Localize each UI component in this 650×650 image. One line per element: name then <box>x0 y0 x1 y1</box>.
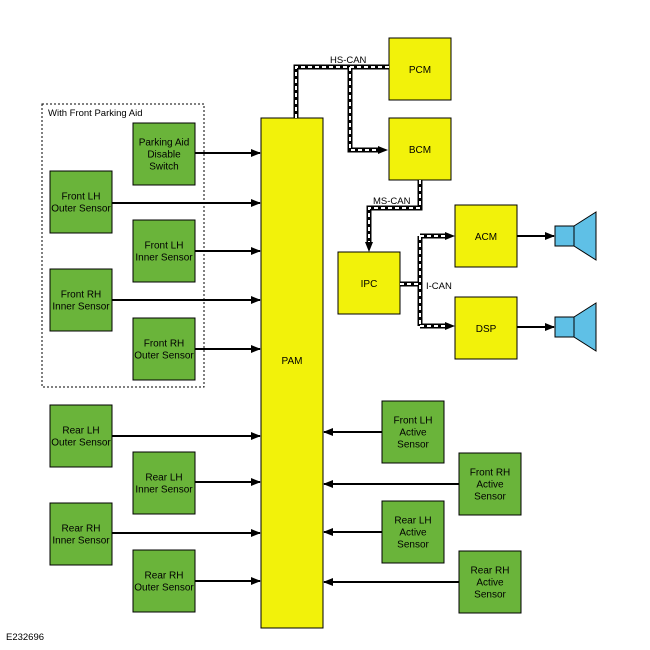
pcm-label: PCM <box>409 65 431 76</box>
sensor-label-line: Sensor <box>474 492 506 503</box>
ms-can-bus <box>365 180 423 252</box>
sensor-label-line: Inner Sensor <box>52 302 110 313</box>
hs-can-bus <box>293 64 389 154</box>
sensor-label-line: Parking Aid <box>139 138 190 149</box>
sensor-label-line: Front LH <box>62 192 101 203</box>
sensor-label-line: Rear LH <box>145 473 182 484</box>
pam-label: PAM <box>282 356 303 367</box>
sensor-label-line: Sensor <box>474 590 506 601</box>
bcm-label: BCM <box>409 145 431 156</box>
sensor-label-line: Front RH <box>470 468 511 479</box>
sensor-label-line: Rear LH <box>62 426 99 437</box>
dsp-label: DSP <box>476 324 497 335</box>
sensor-label-line: Rear LH <box>394 516 431 527</box>
sensor-label-line: Sensor <box>397 540 429 551</box>
sensor-label-line: Active <box>399 428 427 439</box>
ms-can-label: MS-CAN <box>373 196 411 207</box>
sensor-label-line: Front RH <box>61 290 102 301</box>
sensor-label-line: Outer Sensor <box>134 583 194 594</box>
pam-module <box>260 117 324 629</box>
sensor-label-line: Rear RH <box>471 566 510 577</box>
sensor-label-line: Front LH <box>145 241 184 252</box>
sensor-label-line: Outer Sensor <box>51 204 111 215</box>
sensor-label-line: Rear RH <box>62 524 101 535</box>
sensor-label-line: Inner Sensor <box>52 536 110 547</box>
sensor-label-line: Sensor <box>397 440 429 451</box>
sensor-label-line: Inner Sensor <box>135 253 193 264</box>
sensor-label-line: Front RH <box>144 339 185 350</box>
i-can-label: I-CAN <box>426 281 452 292</box>
front-parking-aid-group-outline <box>41 103 205 388</box>
sensor-label-line: Active <box>399 528 427 539</box>
pcm-module <box>388 37 452 101</box>
sensor-label-line: Disable <box>147 150 181 161</box>
sensor-label-line: Switch <box>149 162 178 173</box>
acm-speaker-icon <box>554 211 597 261</box>
sensor-label-line: Active <box>476 578 504 589</box>
dsp-speaker-icon <box>554 302 597 352</box>
sensor-label-line: Outer Sensor <box>134 351 194 362</box>
hs-can-label: HS-CAN <box>330 55 367 66</box>
sensor-label-line: Front LH <box>394 416 433 427</box>
ipc-label: IPC <box>361 279 378 290</box>
figure-id: E232696 <box>6 632 44 643</box>
sensor-label-line: Outer Sensor <box>51 438 111 449</box>
acm-label: ACM <box>475 232 497 243</box>
bcm-module <box>388 117 452 181</box>
front-parking-aid-group-label: With Front Parking Aid <box>48 108 143 119</box>
sensor-label-line: Active <box>476 480 504 491</box>
sensor-label-line: Rear RH <box>145 571 184 582</box>
i-can-bus <box>400 232 455 330</box>
sensor-label-line: Inner Sensor <box>135 485 193 496</box>
